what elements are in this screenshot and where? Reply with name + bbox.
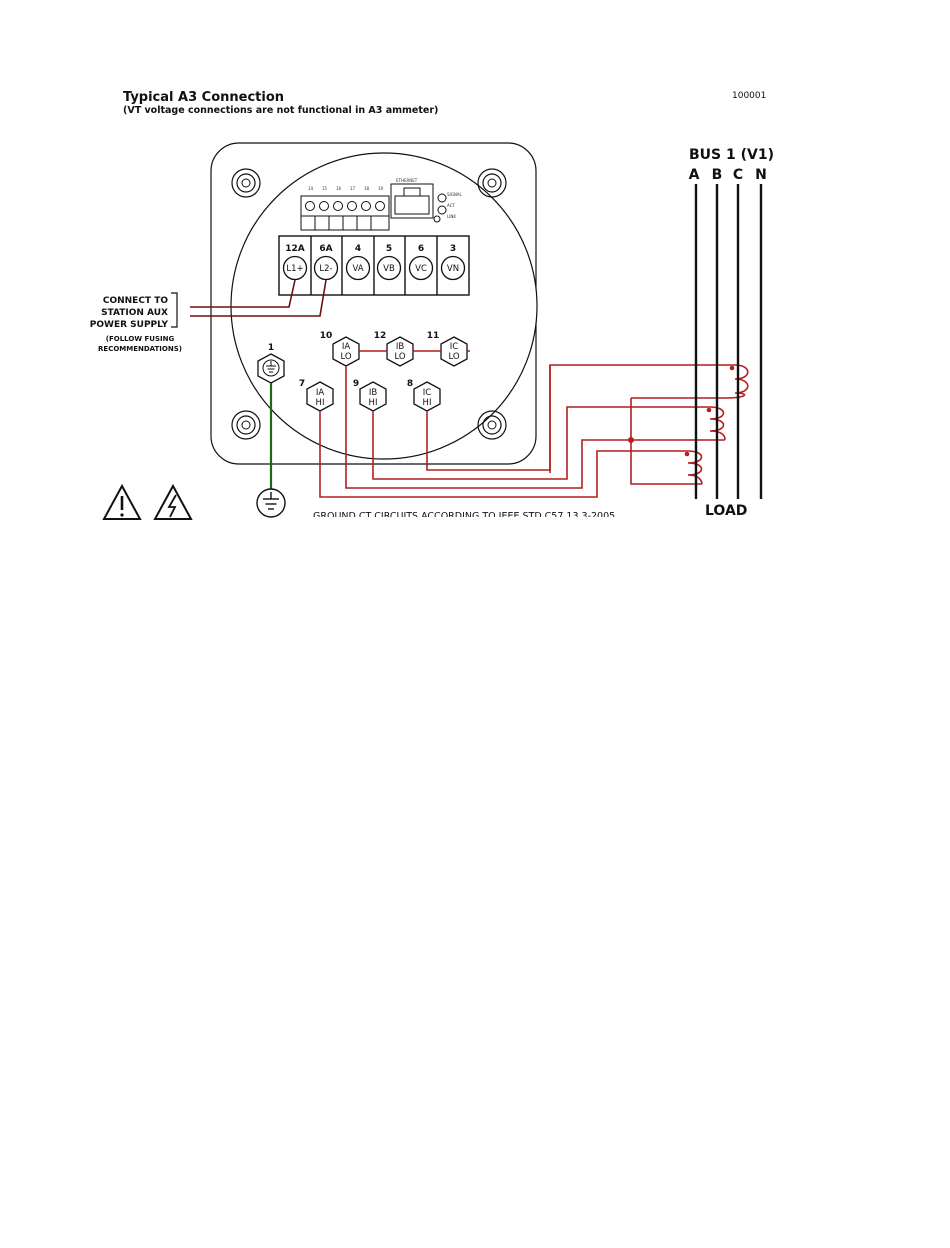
ground-symbol-icon: [266, 361, 276, 373]
bus-phase-c-label: C: [733, 167, 743, 183]
ct-wiring: [319, 350, 749, 498]
ct-terminal-label: HI: [316, 398, 325, 408]
ground-terminal: 1: [257, 343, 285, 384]
aux-power-line3: POWER SUPPLY: [90, 320, 169, 330]
ct-terminal-label: IC: [450, 342, 459, 352]
bus-phase-a-label: A: [689, 167, 700, 183]
terminal-number: 12A: [285, 244, 305, 254]
aux-power-note2: RECOMMENDATIONS): [98, 345, 182, 353]
terminal-label: L1+: [286, 264, 303, 274]
ct-polarity-dot: [729, 365, 735, 371]
ct-terminal-label: HI: [369, 398, 378, 408]
aux-power-wires: [190, 279, 327, 317]
terminal-label: VA: [352, 264, 363, 274]
terminal-number: 6A: [319, 244, 332, 254]
terminal-number: 6: [418, 244, 424, 254]
mounting-screw-bottom-right: [477, 410, 507, 440]
led-label: SIGNAL: [447, 192, 463, 197]
ct-terminal-number: 8: [407, 379, 413, 389]
ct-terminal-label: IC: [423, 388, 432, 398]
aux-power-line2: STATION AUX: [101, 308, 168, 318]
page-clip: [300, 517, 620, 525]
terminal-vc: [408, 255, 434, 281]
terminal-l2-minus: [313, 255, 339, 281]
terminal-vb: [376, 255, 402, 281]
mounting-screw-top-left: [231, 168, 261, 198]
ethernet-port: ETHERNET SIGNAL ACT LINK: [390, 178, 463, 223]
terminal-ib-lo: [386, 336, 414, 367]
terminal-number: 4: [355, 244, 361, 254]
terminal-va: [345, 255, 371, 281]
header-pin-label: 17: [350, 186, 356, 191]
led-label: LINK: [447, 214, 456, 219]
earth-ground: [256, 488, 286, 518]
drawing-number: 100001: [732, 91, 766, 101]
ct-terminal-label: IA: [316, 388, 325, 398]
power-terminal-block: 12A 6A 4 5 6 3 L1+ L2- VA VB VC VN: [278, 235, 470, 296]
ct-terminal-number: 10: [320, 331, 333, 341]
mounting-screw-bottom-left: [231, 410, 261, 440]
ct-terminal-label: LO: [340, 352, 351, 362]
high-voltage-icon: [153, 483, 193, 520]
ct-terminal-label: HI: [423, 398, 432, 408]
ethernet-label: ETHERNET: [396, 178, 418, 183]
ground-symbol-icon: [263, 492, 279, 510]
ct-terminal-label: IB: [396, 342, 405, 352]
ground-terminal-number: 1: [268, 343, 274, 353]
led-indicator: [437, 205, 447, 215]
ct-terminal-number: 7: [299, 379, 305, 389]
ct-terminal-label: LO: [394, 352, 405, 362]
bus-phase-n-label: N: [755, 167, 767, 183]
warning-icon: [102, 483, 142, 520]
terminal-number: 3: [450, 244, 456, 254]
diagram-subtitle: (VT voltage connections are not function…: [123, 105, 438, 116]
ct-polarity-dot: [706, 407, 712, 413]
aux-power-label: CONNECT TO STATION AUX POWER SUPPLY (FOL…: [90, 292, 182, 353]
ct-terminal-number: 9: [353, 379, 359, 389]
bus-phase-b-label: B: [712, 167, 723, 183]
aux-power-note1: (FOLLOW FUSING: [106, 335, 175, 343]
ct-polarity-dot: [684, 451, 690, 457]
led-indicator: [433, 215, 441, 223]
terminal-ic-lo: [440, 336, 468, 367]
header-pin-label: 19: [378, 186, 384, 191]
terminal-label: VC: [415, 264, 427, 274]
bus-title: BUS 1 (V1): [689, 147, 774, 163]
mounting-screw-top-right: [477, 168, 507, 198]
header-connector: 14 15 16 17 18 19: [300, 186, 390, 231]
terminal-number: 5: [386, 244, 392, 254]
diagram-title: Typical A3 Connection: [123, 90, 284, 105]
ground-note: GROUND CT CIRCUITS ACCORDING TO IEEE STD…: [313, 511, 615, 522]
ct-terminal-label: IA: [342, 342, 351, 352]
terminal-label: VB: [383, 264, 395, 274]
ct-lo-terminals: 10 IA LO 12 IB LO 11 IC LO: [320, 331, 468, 367]
terminal-label: VN: [447, 264, 459, 274]
load-label: LOAD: [705, 503, 747, 519]
header-pin-label: 18: [364, 186, 370, 191]
ct-terminal-label: IB: [369, 388, 378, 398]
terminal-l1-plus: [282, 255, 308, 281]
ct-terminal-number: 11: [427, 331, 440, 341]
led-label: ACT: [447, 203, 455, 208]
header-pin-label: 14: [308, 186, 314, 191]
terminal-label: L2-: [319, 264, 332, 274]
header-pin-label: 16: [336, 186, 342, 191]
bus-lines: BUS 1 (V1) A B C N LOAD: [689, 147, 774, 519]
ct-terminal-label: LO: [448, 352, 459, 362]
header-pin-label: 15: [322, 186, 328, 191]
ct-terminal-number: 12: [374, 331, 387, 341]
aux-power-line1: CONNECT TO: [103, 296, 168, 306]
terminal-vn: [440, 255, 466, 281]
led-indicator: [437, 193, 447, 203]
